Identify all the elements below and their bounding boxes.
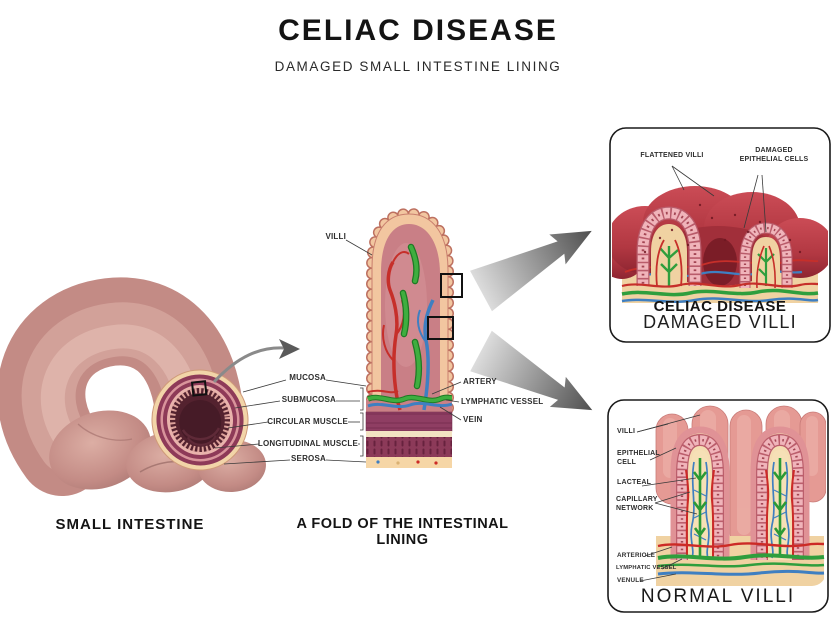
arrow-to-damaged-villi bbox=[470, 210, 603, 312]
mucosa-label: MUCOSA bbox=[289, 373, 326, 382]
zoom-marker-normal bbox=[427, 316, 454, 340]
fold-illustration bbox=[214, 207, 463, 468]
lacteal-label: LACTEAL bbox=[617, 479, 652, 486]
submucosa-label: SUBMUCOSA bbox=[281, 395, 336, 404]
damaged-box-caption-line2: DAMAGED VILLI bbox=[643, 312, 797, 332]
arteriole-label: ARTERIOLE bbox=[617, 552, 656, 559]
page-subtitle: DAMAGED SMALL INTESTINE LINING bbox=[274, 59, 562, 74]
damaged-box-caption-line1: CELIAC DISEASE bbox=[653, 298, 787, 315]
normal-villi-box-illustration bbox=[607, 399, 829, 613]
villi-label: VILLI bbox=[325, 232, 346, 241]
zoom-marker-damaged bbox=[440, 273, 463, 298]
epithelial-cell-label: EPITHELIAL CELL bbox=[617, 450, 660, 466]
lymphatic-vessel-label: LYMPHATIC VESSEL bbox=[461, 397, 544, 406]
damaged-villi-box-illustration bbox=[609, 127, 831, 343]
intestine-cross-section bbox=[151, 369, 249, 471]
venule-label: VENULE bbox=[617, 577, 644, 584]
artery-label: ARTERY bbox=[463, 377, 497, 386]
serosa-label: SEROSA bbox=[291, 454, 326, 463]
circular-muscle-label: CIRCULAR MUSCLE bbox=[267, 417, 348, 426]
longitudinal-muscle-label: LONGITUDINAL MUSCLE bbox=[257, 439, 358, 448]
damaged-box-leader-lines bbox=[671, 165, 767, 233]
vein-label: VEIN bbox=[463, 415, 483, 424]
curved-arrow bbox=[212, 339, 300, 384]
normal-box-leader-lines bbox=[636, 414, 701, 582]
normal-lymphatic-vessel-label: LYMPHATIC VESSEL bbox=[616, 565, 677, 571]
small-intestine-caption: SMALL INTESTINE bbox=[55, 516, 205, 533]
damaged-epithelial-cells-label: DAMAGED EPITHELIAL CELLS bbox=[739, 147, 809, 163]
flattened-villi-label: FLATTENED VILLI bbox=[640, 152, 704, 159]
zoom-marker-cross-section bbox=[190, 380, 208, 397]
page-title: CELIAC DISEASE bbox=[278, 14, 558, 47]
capillary-network-label: CAPILLARY NETWORK bbox=[616, 496, 658, 512]
small-intestine-illustration bbox=[0, 277, 300, 496]
normal-box-caption: NORMAL VILLI bbox=[640, 586, 796, 607]
normal-villi-label: VILLI bbox=[617, 428, 636, 435]
fold-caption: A FOLD OF THE INTESTINAL LINING bbox=[296, 516, 509, 548]
fold-leader-lines bbox=[214, 239, 462, 465]
